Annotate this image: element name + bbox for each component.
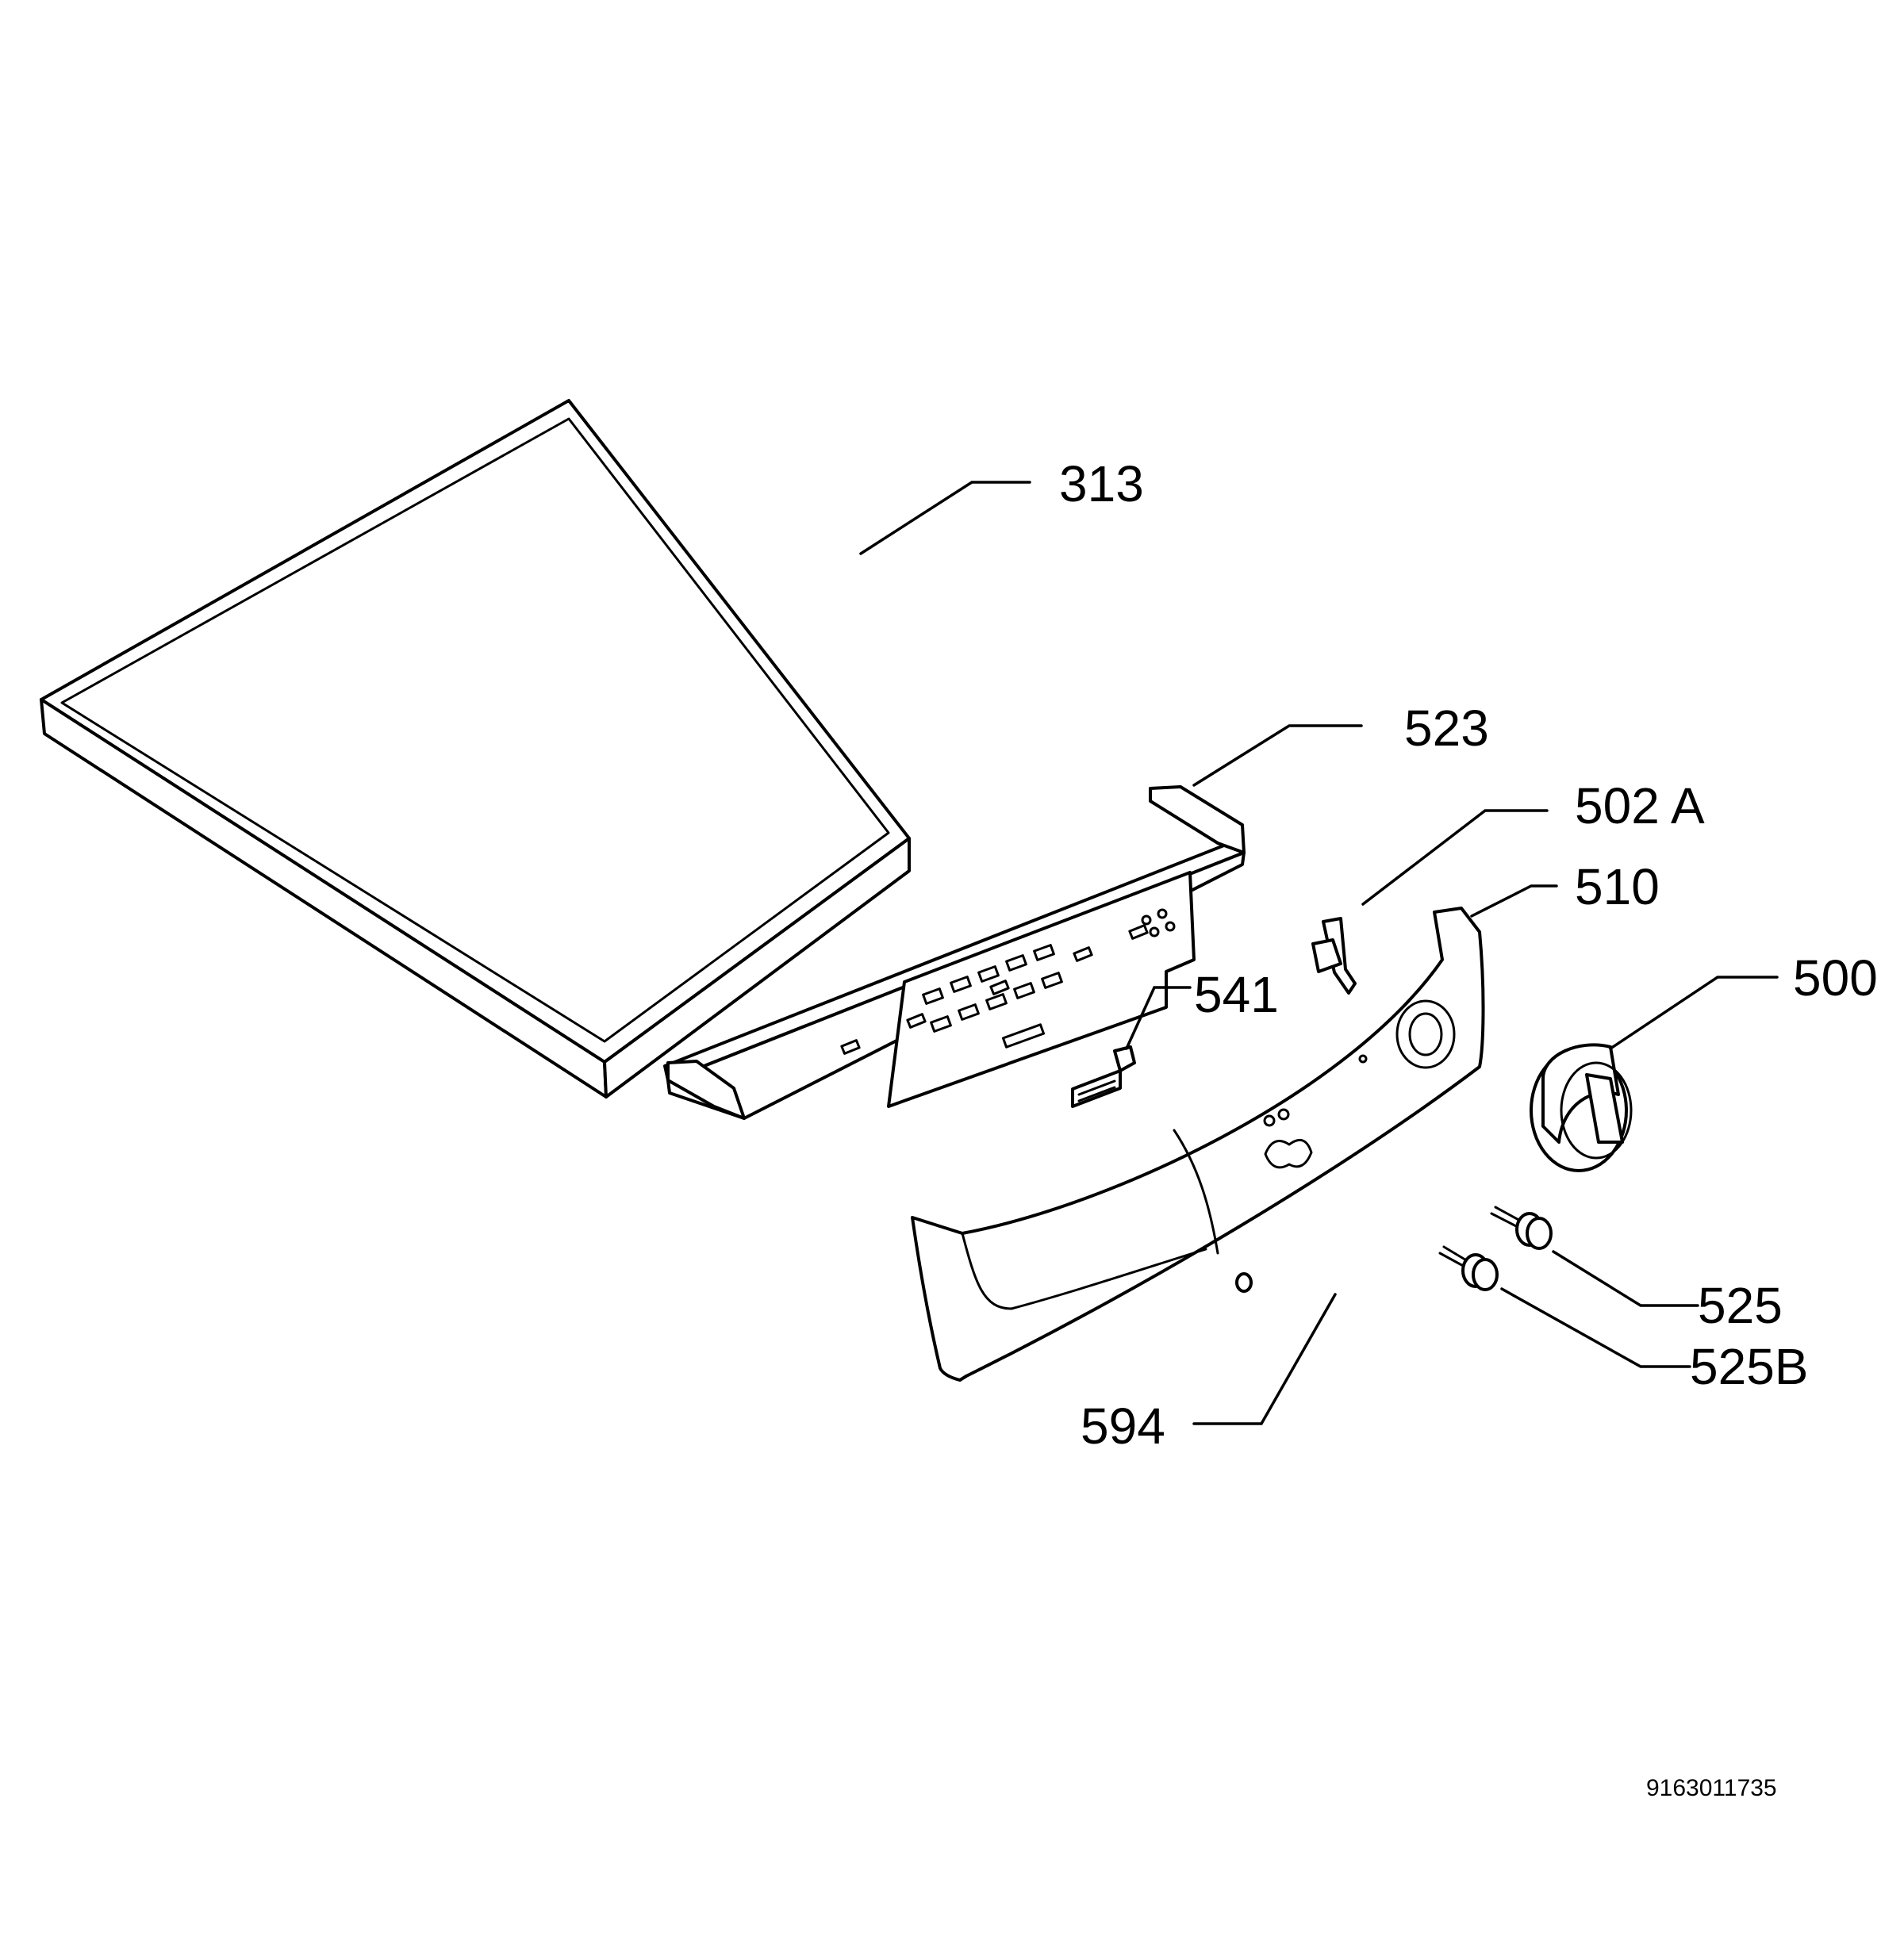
leader-313 <box>859 481 1031 555</box>
callout-525: 525 <box>1698 1277 1783 1334</box>
callout-541: 541 <box>1194 966 1279 1023</box>
leader-500 <box>1609 976 1779 1050</box>
top-cover-part-313 <box>40 399 911 1099</box>
button-part-525 <box>1490 1206 1553 1250</box>
callout-523: 523 <box>1404 700 1489 757</box>
knob-part-500 <box>1530 1043 1633 1172</box>
callout-525b: 525B <box>1690 1338 1808 1395</box>
leader-541 <box>1125 986 1192 1050</box>
leader-523 <box>1192 724 1363 787</box>
leader-525 <box>1552 1250 1699 1307</box>
panel-bracket-part-523 <box>663 785 1246 1120</box>
leader-594 <box>1192 1293 1337 1425</box>
screw-part-594 <box>1235 1272 1253 1293</box>
leader-502a <box>1361 809 1549 906</box>
control-panel-part-510 <box>911 907 1485 1382</box>
callout-594: 594 <box>1081 1398 1165 1455</box>
button-part-525b <box>1438 1245 1499 1291</box>
callout-500: 500 <box>1793 949 1878 1007</box>
callout-510: 510 <box>1575 858 1660 915</box>
clip-part-502a <box>1311 917 1357 995</box>
document-number: 9163011735 <box>1646 1775 1777 1801</box>
leader-lines <box>859 481 1779 1425</box>
connector-part-541 <box>1071 1045 1136 1108</box>
callout-labels: 313 523 502 A 510 541 500 525 525B 594 9… <box>1059 455 1878 1801</box>
callout-502a: 502 A <box>1575 777 1705 834</box>
callout-313: 313 <box>1059 455 1144 512</box>
leader-525b <box>1500 1287 1691 1368</box>
leader-510 <box>1470 884 1558 918</box>
bracket-slot-grid <box>922 908 1176 1049</box>
